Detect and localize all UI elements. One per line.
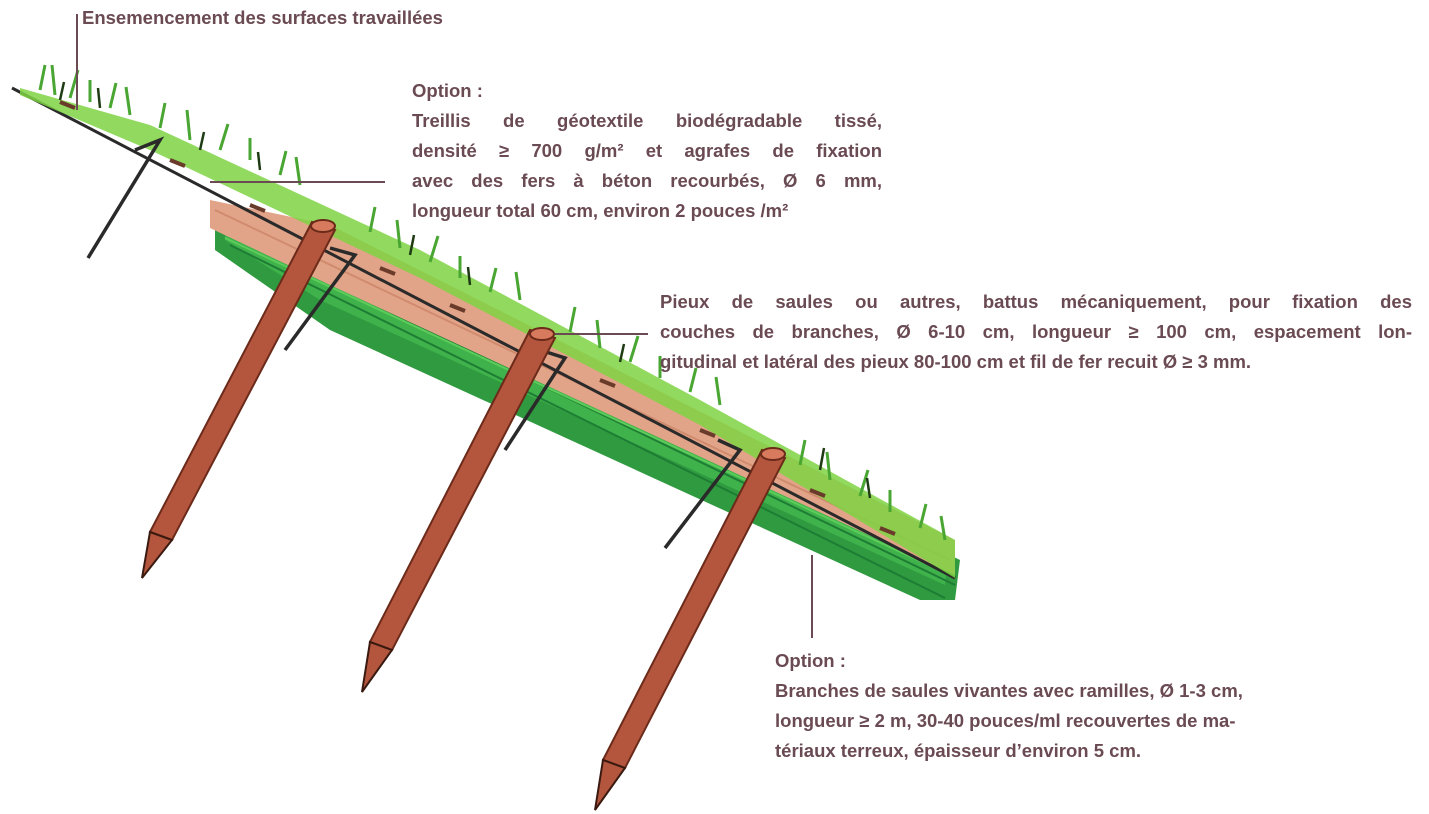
geotextile-line: Treillis de géotextile biodégradable tis… bbox=[412, 106, 882, 136]
geotextile-line: densité ≥ 700 g/m² et agrafes de fixatio… bbox=[412, 136, 882, 166]
geotextile-heading: Option : bbox=[412, 76, 882, 106]
stakes-line: gitudinal et latéral des pieux 80-100 cm… bbox=[660, 347, 1412, 377]
stakes-label: Pieux de saules ou autres, battus mécani… bbox=[660, 287, 1412, 377]
geotextile-line: avec des fers à béton recourbés, Ø 6 mm, bbox=[412, 166, 882, 196]
seeding-label: Ensemencement des surfaces travaillées bbox=[82, 3, 443, 33]
branches-option-label: Option : Branches de saules vivantes ave… bbox=[775, 646, 1335, 766]
stakes-line: couches de branches, Ø 6-10 cm, longueur… bbox=[660, 317, 1412, 347]
branches-line: Branches de saules vivantes avec ramille… bbox=[775, 676, 1335, 706]
stakes-line: Pieux de saules ou autres, battus mécani… bbox=[660, 287, 1412, 317]
branches-line: longueur ≥ 2 m, 30-40 pouces/ml recouver… bbox=[775, 706, 1335, 736]
geotextile-option-label: Option : Treillis de géotextile biodégra… bbox=[412, 76, 882, 226]
branches-line: tériaux terreux, épaisseur d’environ 5 c… bbox=[775, 736, 1335, 766]
branches-heading: Option : bbox=[775, 646, 1335, 676]
geotextile-line: longueur total 60 cm, environ 2 pouces /… bbox=[412, 196, 882, 226]
